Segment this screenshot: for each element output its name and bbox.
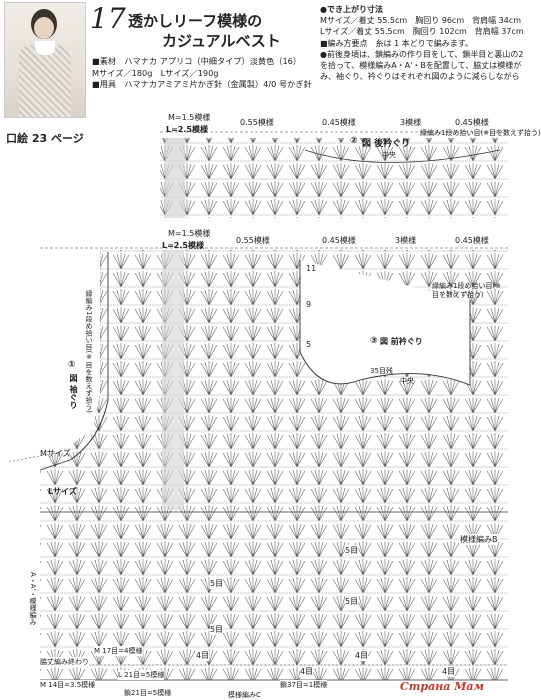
top-width-1: 0.55模様 xyxy=(240,118,274,127)
hem-37: 鎖37目=1模様 xyxy=(280,680,328,690)
title-line-1: 透かしリーフ模様の xyxy=(128,12,263,30)
main-l-label: L=2.5模様 xyxy=(162,241,204,250)
title-line-2: カジュアルベスト xyxy=(162,32,281,50)
st4-a: 4目 xyxy=(196,650,210,661)
top-pickup-note: 縁編み1段め拾い目(※目を数えず拾う) xyxy=(420,129,541,137)
top-width-3: 3模様 xyxy=(400,118,422,127)
spec-l: Lサイズ／着丈 55.5cm 胸回り 102cm 背肩幅 37cm xyxy=(320,27,524,37)
model-photo xyxy=(4,2,86,118)
top-l-label: L=2.5模様 xyxy=(166,125,208,134)
st5-c: 5目 xyxy=(345,596,359,607)
top-m-label: M=1.5模様 xyxy=(168,113,211,122)
crochet-chart xyxy=(7,131,508,681)
top-width-4: 0.45模様 xyxy=(455,118,489,127)
neck-center: 中央 xyxy=(400,377,414,385)
st5-a: 5目 xyxy=(345,545,359,556)
pattern-b-label: 模様編みB xyxy=(460,534,498,545)
main-m-label: M=1.5模様 xyxy=(168,229,211,238)
hem-c: 模様編みC xyxy=(228,690,261,700)
top-chart-title: 図 後衿ぐり xyxy=(362,139,411,149)
m-size-label: Mサイズ xyxy=(40,449,71,458)
hem-l: L 21目=5模様 xyxy=(118,670,165,680)
top-circle: ② xyxy=(350,136,358,146)
pattern-number: 17 xyxy=(90,2,126,35)
st4-c: 4目 xyxy=(300,666,314,677)
weight-line: Mサイズ／180g Lサイズ／190g xyxy=(92,67,219,78)
neck-circle: ③ xyxy=(370,336,378,346)
page-reference: 口絵 23 ページ xyxy=(6,132,84,145)
spec-heading: ●でき上がり寸法 xyxy=(320,5,383,14)
neck-count: 35目残 xyxy=(370,367,393,375)
row-5: 5 xyxy=(306,340,312,349)
watermark: Страна Мам xyxy=(400,680,484,693)
spec-m: Mサイズ／着丈 55.5cm 胸回り 96cm 背肩幅 34cm xyxy=(320,16,522,26)
neck-title: 図 前衿ぐり xyxy=(380,337,423,346)
main-width-2: 0.45模様 xyxy=(322,236,356,245)
top-center: 中央 xyxy=(382,151,396,159)
main-width-4: 0.45模様 xyxy=(455,236,489,245)
st4-d: 4目 xyxy=(442,666,456,677)
spec-block: ●でき上がり寸法 Mサイズ／着丈 55.5cm 胸回り 96cm 背肩幅 34c… xyxy=(320,4,524,82)
row-9: 9 xyxy=(306,300,312,309)
armhole-note: 縁編み1段め拾い目(※目を数えず拾う) xyxy=(85,290,93,413)
material-line: ■素材 ハマナカ アプリコ（中細タイプ）淡黄色（16） xyxy=(92,56,302,66)
st5-b: 5目 xyxy=(210,578,224,589)
pattern-a-label: A・A'・模様編み xyxy=(28,572,38,626)
hem-m2: M 14目=3.5模様 xyxy=(40,680,96,690)
method-3: み、袖ぐり、衿ぐりはそれぞれ図のように減らしながら xyxy=(320,72,520,82)
top-width-2: 0.45模様 xyxy=(322,118,356,127)
method-heading: ■編み方要点 糸は 1 本どりで編みます。 xyxy=(320,38,473,48)
hem-m: M 17目=4模様 xyxy=(94,646,143,656)
l-size-label: Lサイズ xyxy=(48,487,77,496)
materials-block: ■素材 ハマナカ アプリコ（中細タイプ）淡黄色（16） Mサイズ／180g Lサ… xyxy=(92,56,312,91)
method-2: を拾って、模様編みA・A'・Bを配置して、脇丈は模様が xyxy=(320,61,522,71)
armhole-circle: ① xyxy=(68,360,76,370)
tools-line: ■用具 ハマナカアミアミ片かぎ針（金属製）4/0 号かぎ針 xyxy=(92,79,312,89)
hem-l2: 鎖21目=5模様 xyxy=(124,688,172,698)
method-1: ●前後身頃は、鎖編みの作り目をして、鎖半目と裏山の2 xyxy=(320,49,524,59)
right-note: 縁編み1段め拾い目(※目を数えず拾う) xyxy=(432,282,502,299)
main-width-3: 3模様 xyxy=(395,236,417,245)
hem-label: 脇丈編み終わり xyxy=(40,657,89,667)
armhole-title: 図 袖ぐり xyxy=(69,374,78,409)
main-width-1: 0.55模様 xyxy=(236,236,270,245)
st4-b: 4目 xyxy=(355,650,369,661)
st5-d: 5目 xyxy=(210,624,224,635)
row-11: 11 xyxy=(306,264,317,273)
